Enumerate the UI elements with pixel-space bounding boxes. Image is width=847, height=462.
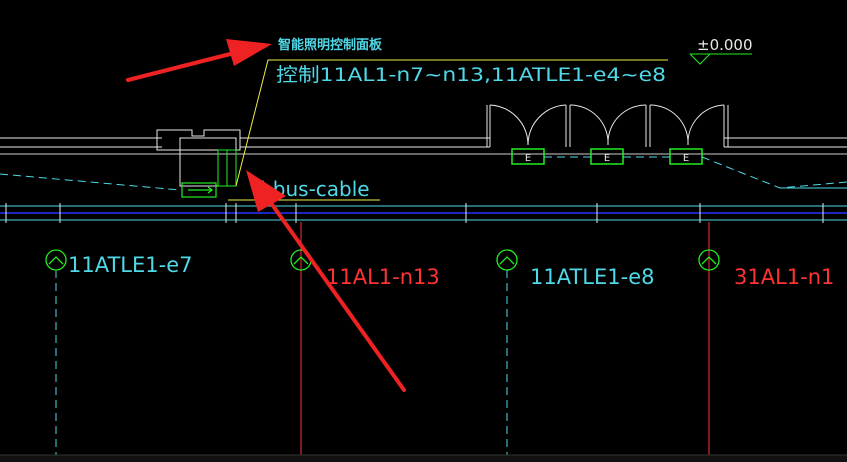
elevation-marker[interactable]: ±0.000 (689, 36, 753, 65)
fixture-symbol-n1[interactable] (698, 249, 720, 271)
leader-lines (228, 59, 668, 201)
fixture-label-e7: 11ATLE1-e7 (68, 253, 192, 277)
bottom-strip (0, 454, 847, 462)
door-swings (486, 104, 729, 147)
solid-cyan-lines (0, 187, 847, 221)
control-panel-symbol[interactable] (156, 129, 241, 187)
fixture-symbol-e8[interactable] (496, 249, 518, 271)
emergency-box-label: E (683, 153, 689, 164)
fixture-label-e8: 11ATLE1-e8 (530, 265, 654, 289)
red-arrow-bottom (246, 170, 406, 392)
red-arrow-top (126, 39, 272, 82)
fixture-symbol-e7[interactable] (45, 249, 67, 271)
fixture-label-n1: 31AL1-n1 (734, 265, 834, 289)
wall-outline (0, 137, 847, 155)
elevation-label: ±0.000 (697, 36, 753, 54)
emergency-box-label: E (525, 153, 531, 164)
bus-ticks (5, 203, 824, 223)
red-circuit-lines (300, 222, 710, 462)
annotation-description: 控制11AL1-n7~n13,11ATLE1-e4~e8 (276, 64, 666, 86)
annotation-title: 智能照明控制面板 (278, 37, 383, 53)
bus-terminal-symbol[interactable] (181, 182, 217, 198)
fixture-label-n13: 11AL1-n13 (326, 265, 440, 289)
emergency-box-label: E (604, 153, 610, 164)
